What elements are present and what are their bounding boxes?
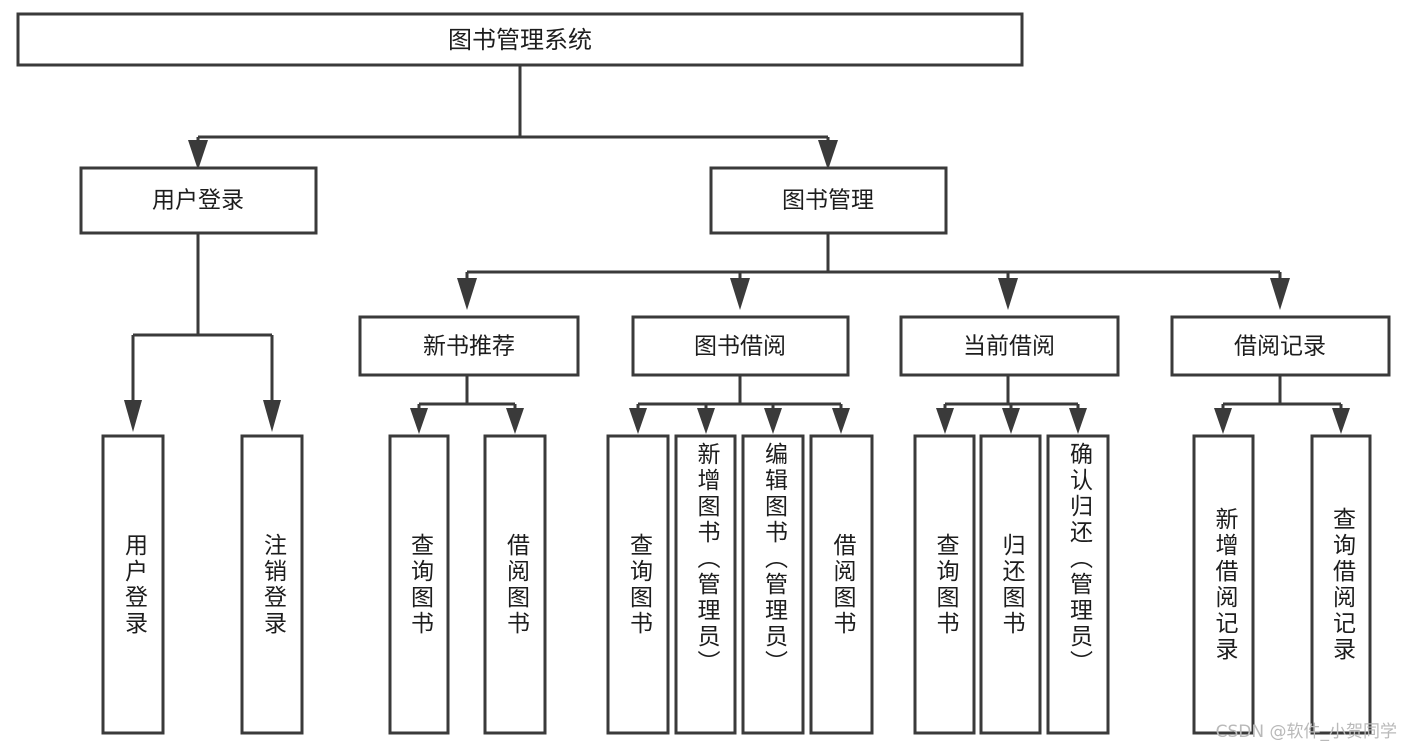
arrowhead-leaf-add-record xyxy=(1214,408,1232,434)
arrowhead-book-manage xyxy=(818,140,838,170)
arrowhead-leaf-return-book xyxy=(1002,408,1020,434)
node-root-box[interactable] xyxy=(16,12,1024,67)
arrowhead-borrow-record xyxy=(1270,278,1290,310)
node-current-borrow[interactable]: 当前借阅 xyxy=(899,315,1120,377)
node-user-login-box[interactable] xyxy=(79,166,318,235)
node-user-login-label: 用户登录 xyxy=(152,188,244,214)
arrowhead-user-login xyxy=(188,140,208,170)
node-current-borrow-box[interactable] xyxy=(899,315,1120,377)
node-user-login[interactable]: 用户登录 xyxy=(79,166,318,235)
node-root-label: 图书管理系统 xyxy=(448,26,592,54)
arrowhead-current-borrow xyxy=(998,278,1018,310)
arrowhead-leaf-borrow-book-1 xyxy=(506,408,524,434)
arrowhead-leaf-query-book-2 xyxy=(629,408,647,434)
arrowhead-leaf-add-book xyxy=(697,408,715,434)
arrowhead-leaf-logout xyxy=(263,400,281,432)
node-borrow-record-box[interactable] xyxy=(1170,315,1391,377)
connector-layer xyxy=(124,65,1350,434)
node-book-manage[interactable]: 图书管理 xyxy=(709,166,948,235)
node-borrow-record[interactable]: 借阅记录 xyxy=(1170,315,1391,377)
node-leaf-query-book-2-box[interactable] xyxy=(606,434,670,735)
node-leaf-logout-box[interactable] xyxy=(240,434,304,735)
node-book-manage-label: 图书管理 xyxy=(782,188,874,214)
node-leaf-query-record-box[interactable] xyxy=(1310,434,1372,735)
node-leaf-return-book-box[interactable] xyxy=(979,434,1042,735)
arrowhead-leaf-query-book-1 xyxy=(410,408,428,434)
arrowhead-new-book-rec xyxy=(457,278,477,310)
node-new-book-rec[interactable]: 新书推荐 xyxy=(358,315,580,377)
node-leaf-user-login-box[interactable] xyxy=(101,434,165,735)
node-book-borrow-box[interactable] xyxy=(631,315,850,377)
node-leaf-edit-book-box[interactable] xyxy=(741,434,805,735)
arrowhead-book-borrow xyxy=(730,278,750,310)
arrowhead-leaf-confirm-return xyxy=(1069,408,1087,434)
node-current-borrow-label: 当前借阅 xyxy=(963,334,1055,360)
arrowhead-leaf-query-record xyxy=(1332,408,1350,434)
node-borrow-record-label: 借阅记录 xyxy=(1234,334,1326,360)
node-leaf-add-record-box[interactable] xyxy=(1192,434,1255,735)
node-leaf-add-book-box[interactable] xyxy=(674,434,737,735)
node-leaf-query-book-1-box[interactable] xyxy=(388,434,450,735)
arrowhead-leaf-user-login xyxy=(124,400,142,432)
node-leaf-borrow-book-2-box[interactable] xyxy=(809,434,874,735)
arrowhead-leaf-borrow-book-2 xyxy=(832,408,850,434)
node-book-borrow-label: 图书借阅 xyxy=(694,334,786,360)
node-book-borrow[interactable]: 图书借阅 xyxy=(631,315,850,377)
node-leaf-confirm-return-box[interactable] xyxy=(1046,434,1110,735)
csdn-watermark: CSDN @软件_小贺同学 xyxy=(1215,722,1397,742)
arrowhead-leaf-query-book-3 xyxy=(936,408,954,434)
node-new-book-rec-label: 新书推荐 xyxy=(423,334,515,360)
node-leaf-query-book-3-box[interactable] xyxy=(913,434,976,735)
node-root[interactable]: 图书管理系统 xyxy=(16,12,1024,67)
node-leaf-borrow-book-1-box[interactable] xyxy=(483,434,547,735)
arrowhead-leaf-edit-book xyxy=(764,408,782,434)
node-book-manage-box[interactable] xyxy=(709,166,948,235)
node-new-book-rec-box[interactable] xyxy=(358,315,580,377)
